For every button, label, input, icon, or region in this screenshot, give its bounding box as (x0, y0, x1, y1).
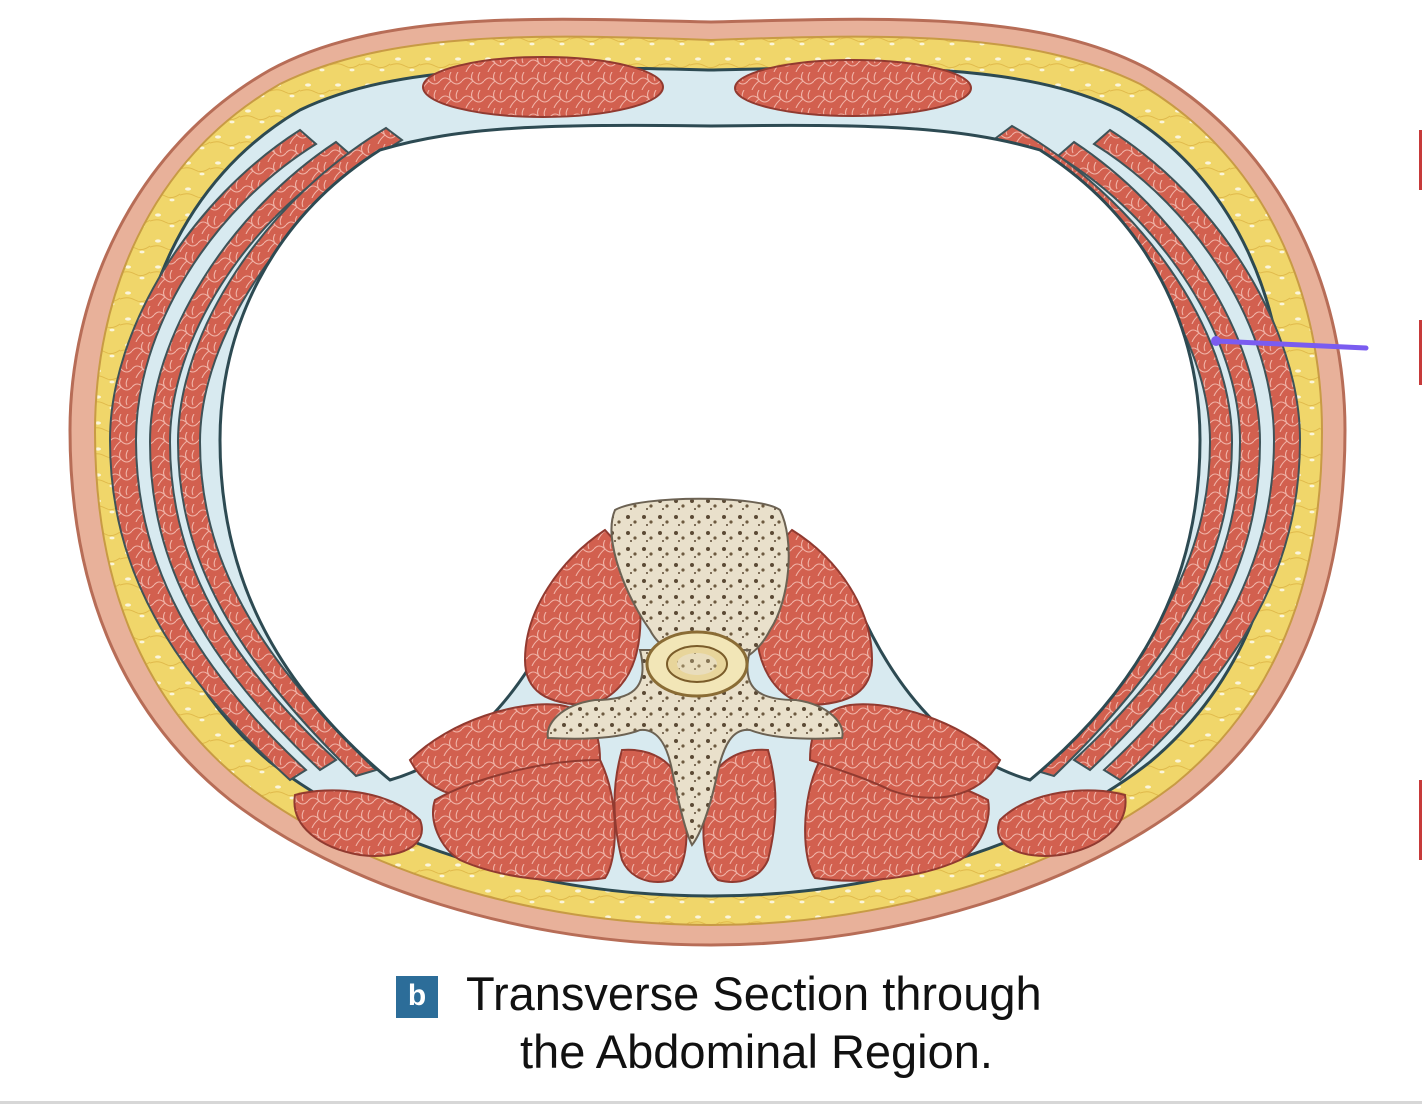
rectus-abdominis-left (422, 56, 664, 118)
panel-label-badge: b (396, 976, 438, 1018)
erector-spinae-right-lateral (808, 703, 1002, 799)
bottom-divider (0, 1101, 1422, 1104)
quadratus-lumborum-right (997, 789, 1127, 857)
internal-oblique-left (148, 140, 354, 772)
external-oblique-right (1092, 128, 1302, 782)
quadratus-lumborum-left (293, 789, 423, 857)
erector-spinae-left-medial (432, 758, 616, 882)
edge-mark-top (1419, 130, 1422, 190)
figure-caption: b Transverse Section through the Abdomin… (396, 966, 1156, 1086)
edge-mark-mid (1419, 320, 1422, 385)
transversus-abdominis-left (176, 126, 404, 778)
vertebral-arch (546, 649, 844, 847)
external-oblique-left (108, 128, 318, 782)
caption-line-1: Transverse Section through (466, 967, 1042, 1020)
vertebral-body (610, 497, 790, 670)
pointer-arrow-icon (1213, 338, 1369, 351)
caption-line-2: the Abdominal Region. (520, 1025, 993, 1078)
rectus-abdominis-right (734, 59, 972, 117)
edge-mark-low (1419, 780, 1422, 860)
psoas-major-left (523, 528, 642, 707)
